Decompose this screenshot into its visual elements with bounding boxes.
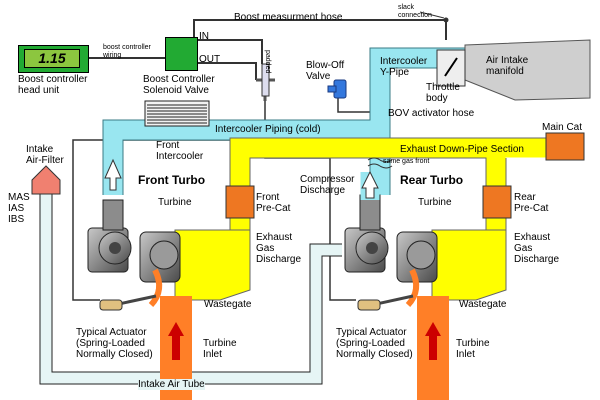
same-gas-front-label: same gas front [383, 158, 430, 165]
front-actuator-label: Typical Actuator (Spring-Loaded Normally… [76, 327, 153, 360]
solenoid-out-hose [196, 62, 257, 80]
boost-measurement-hose [193, 19, 447, 40]
solenoid-valve-label: Boost Controller Solenoid Valve [143, 74, 215, 96]
front-intercooler-fins [147, 104, 207, 124]
front-intercooler-label: Front Intercooler [156, 140, 204, 162]
throttle-body-label: Throttle body [426, 82, 460, 104]
rear-exhaust-volume [431, 229, 507, 301]
intake-air-filter [31, 165, 61, 195]
padded-fitting [261, 63, 270, 97]
rear-turbo [344, 194, 438, 311]
front-pre-cat-label: Front Pre-Cat [256, 192, 291, 214]
boost-controller-wiring-label: boost controller wiring [103, 44, 151, 59]
mas-ias-ibs-label: MAS IAS IBS [8, 192, 30, 225]
intake-air-filter-label: Intake Air-Filter [26, 144, 64, 166]
compressor-flow-arrow [104, 158, 122, 191]
intake-air-tube-label: Intake Air Tube [138, 379, 205, 390]
rear-actuator-label: Typical Actuator (Spring-Loaded Normally… [336, 327, 413, 360]
slack-connection-label: slack connection [398, 4, 432, 19]
front-turbo-label: Front Turbo [138, 173, 206, 187]
rear-inlet-arrow [425, 322, 441, 360]
intercooler-y-pipe-label: Intercooler Y-Pipe [380, 56, 428, 78]
compressor-discharge-label: Compressor Discharge [300, 174, 355, 196]
rear-wastegate-label: Wastegate [459, 299, 507, 310]
bov-activator-hose-label: BOV activator hose [388, 108, 475, 119]
rear-pre-cat-label: Rear Pre-Cat [514, 192, 549, 214]
boost-controller-head-unit-label: Boost controller head unit [18, 74, 88, 96]
rear-turbine-inlet-label: Turbine Inlet [456, 338, 490, 360]
solenoid-out-label: OUT [199, 54, 221, 65]
slack-connection-point [443, 17, 449, 23]
air-intake-manifold-label: Air Intake manifold [486, 55, 529, 77]
rear-exhaust-gas-discharge-label: Exhaust Gas Discharge [514, 232, 560, 265]
bov-activator-hose [337, 95, 385, 113]
boost-controller-display: 1.15 [24, 49, 80, 68]
blow-off-valve [327, 79, 347, 99]
exhaust-down-pipe-label: Exhaust Down-Pipe Section [400, 144, 524, 155]
rear-pre-cat [482, 185, 512, 219]
front-turbine-inlet-label: Turbine Inlet [203, 338, 237, 360]
intake-air-tube-outline [39, 190, 342, 385]
rear-turbine-label: Turbine [418, 197, 452, 208]
slack-connection-pointer [419, 11, 445, 19]
front-pre-cat [225, 185, 255, 219]
throttle-plate [444, 57, 458, 77]
front-exhaust-gas-discharge-label: Exhaust Gas Discharge [256, 232, 302, 265]
solenoid-in-label: IN [199, 31, 209, 42]
pipe-break-mark [367, 157, 393, 169]
rear-turbo-label: Rear Turbo [400, 173, 464, 187]
main-cat-label: Main Cat [542, 122, 583, 133]
intercooler-piping-label: Intercooler Piping (cold) [215, 124, 321, 135]
rear-compressor-flow-arrow [361, 170, 379, 199]
front-exhaust-volume [174, 229, 251, 301]
blow-off-valve-label: Blow-Off Valve [306, 60, 345, 82]
padded-label: padded [264, 50, 271, 74]
boost-measurement-hose-label: Boost measurment hose [234, 12, 343, 23]
boost-controller-solenoid-valve [165, 37, 198, 71]
intake-air-tube [40, 190, 342, 384]
front-inlet-arrow [168, 322, 184, 360]
front-turbo [87, 199, 181, 311]
main-cat [545, 132, 585, 161]
front-wastegate-label: Wastegate [204, 299, 252, 310]
front-turbine-label: Turbine [158, 197, 192, 208]
solenoid-in-hose [196, 39, 263, 64]
